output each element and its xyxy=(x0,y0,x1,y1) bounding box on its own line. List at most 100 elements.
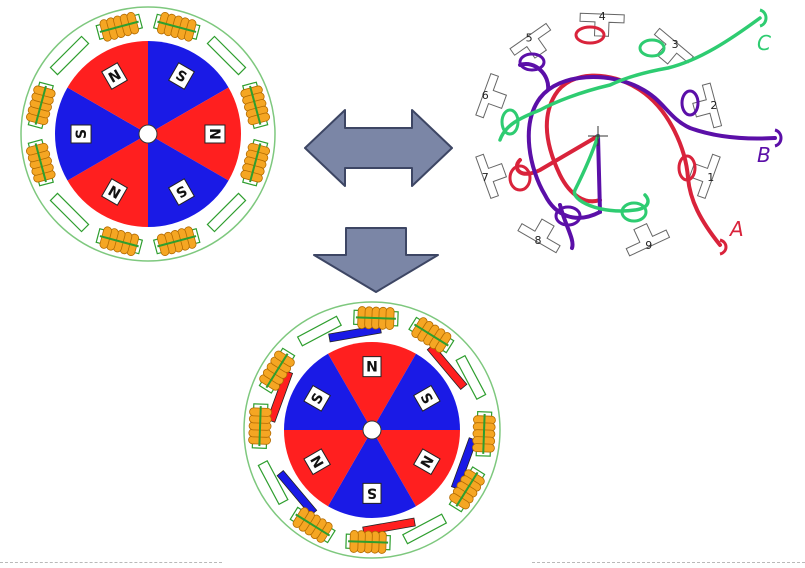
stator-coils xyxy=(248,306,496,554)
pole-label-box xyxy=(362,482,382,504)
stator-coils xyxy=(25,11,271,257)
rotor-sector-red xyxy=(328,341,416,430)
pole-label: N xyxy=(303,448,331,476)
coil-wire xyxy=(348,540,389,544)
rotor-shaft xyxy=(138,124,158,144)
slot-number: 1 xyxy=(707,171,714,184)
slot-number: 2 xyxy=(710,99,717,112)
pole-label-box xyxy=(413,384,441,412)
coil-wire xyxy=(355,316,396,320)
motor-bottom-center: N S N S N S xyxy=(243,301,501,559)
coil-wire xyxy=(249,143,262,183)
stator-coil xyxy=(240,81,271,130)
stator-tooth xyxy=(579,12,625,37)
rotor-sector-blue xyxy=(372,353,460,430)
pole-label-box xyxy=(362,356,382,378)
pole-label-box xyxy=(204,124,226,144)
terminal-b xyxy=(774,128,783,148)
pole-label: N xyxy=(362,356,382,378)
coil-wire xyxy=(34,85,47,125)
stator-slot xyxy=(296,315,343,347)
slot-number: 9 xyxy=(645,239,652,252)
stator-slot xyxy=(455,354,487,401)
rotor-sector-blue xyxy=(328,430,416,518)
rotor-sector-red xyxy=(372,430,461,507)
stator-slot xyxy=(206,35,247,76)
pole-letter: N xyxy=(206,128,222,140)
slot-number: 4 xyxy=(599,10,606,23)
tooth-shape xyxy=(692,82,723,129)
bottom-divider-left xyxy=(0,562,222,563)
pole-label: N xyxy=(101,178,128,206)
slot-number: 7 xyxy=(482,171,489,184)
pole-label: S xyxy=(362,482,382,504)
stator-tooth xyxy=(475,153,508,200)
phase-label-a: A xyxy=(728,217,744,241)
empty-slot xyxy=(257,459,289,506)
coil-wire xyxy=(265,353,289,389)
pole-label-box xyxy=(303,384,331,412)
tooth-shape xyxy=(517,218,561,254)
rotor-sector-blue xyxy=(55,87,148,181)
coil-wire xyxy=(34,143,47,183)
empty-slot xyxy=(296,315,343,347)
coil-wire xyxy=(99,235,139,248)
stator-tooth xyxy=(692,82,723,129)
stator-coil xyxy=(448,466,486,513)
phase-a-wire xyxy=(514,73,722,247)
pole-label-box xyxy=(101,178,128,206)
pole-label-box xyxy=(168,62,195,90)
stator-coil xyxy=(95,11,144,42)
empty-slot xyxy=(401,513,448,545)
tooth-shape xyxy=(475,153,508,200)
empty-slot xyxy=(49,35,90,76)
stator-tooth xyxy=(475,72,508,119)
stator-coil xyxy=(152,226,201,257)
coil-wire xyxy=(258,406,262,447)
stator-coil xyxy=(289,506,336,544)
stator-coil xyxy=(240,138,271,187)
coil-loops xyxy=(500,25,700,227)
pole-label: N xyxy=(101,62,128,90)
rotor-sector-red xyxy=(67,41,148,134)
stator-coil xyxy=(95,226,144,257)
stator-slot xyxy=(206,192,247,233)
pole-label: S xyxy=(303,384,331,412)
empty-slot xyxy=(206,192,247,233)
stator-teeth xyxy=(475,12,723,257)
stator-coil xyxy=(353,306,399,330)
coil-wire xyxy=(455,471,479,507)
coil-wire xyxy=(157,235,197,248)
rotor-sector-blue xyxy=(284,353,372,430)
empty-slot xyxy=(206,35,247,76)
phase-label-b: B xyxy=(757,143,771,167)
pole-label: S xyxy=(168,178,195,206)
empty-slot xyxy=(455,354,487,401)
bottom-divider-right xyxy=(532,562,805,563)
pole-label: N xyxy=(413,448,441,476)
stator-coil xyxy=(25,138,56,187)
pole-label: S xyxy=(168,62,195,90)
coil-wire xyxy=(99,20,139,33)
stator-slot xyxy=(401,513,448,545)
pole-label: N xyxy=(204,124,226,144)
terminal-a xyxy=(719,238,728,256)
terminal-c xyxy=(759,8,768,28)
stator-slot xyxy=(257,459,289,506)
phase-wires xyxy=(498,8,783,256)
stator-slot xyxy=(49,35,90,76)
pole-label-box xyxy=(413,448,441,476)
tooth-shape xyxy=(475,72,508,119)
slot-number: 5 xyxy=(526,32,533,45)
pole-letter: S xyxy=(367,484,377,500)
rotor-sector-red xyxy=(284,430,372,507)
pole-label: S xyxy=(413,384,441,412)
coil-wire xyxy=(249,85,262,125)
double-headed-arrow xyxy=(304,109,453,187)
center-cross xyxy=(588,126,608,146)
stator-coil xyxy=(152,11,201,42)
